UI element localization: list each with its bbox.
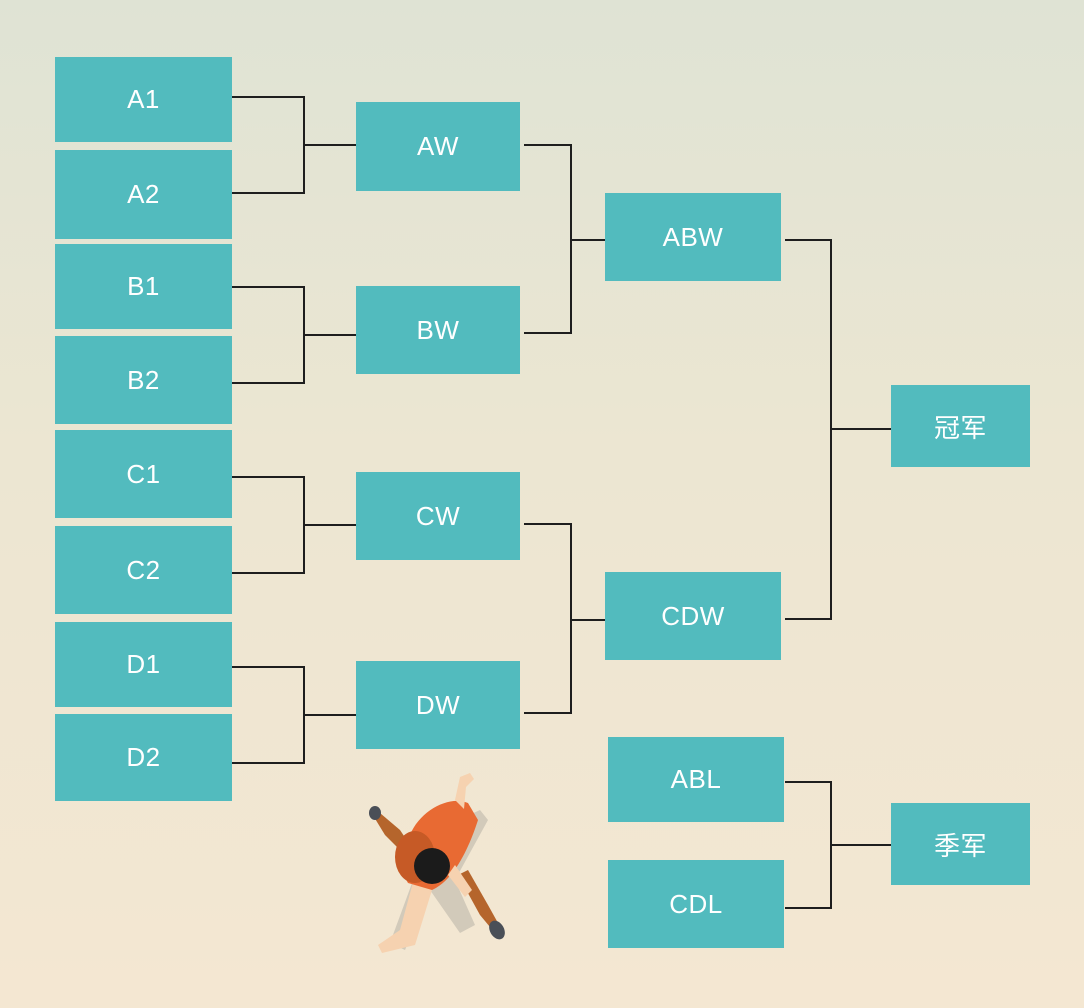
team-label: C1 <box>126 458 161 489</box>
team-label: B2 <box>127 364 160 395</box>
semifinal-label: CDW <box>661 600 725 631</box>
winner-label: AW <box>417 131 459 161</box>
connector-abl-cdl-third <box>785 781 832 909</box>
winner-box-dw: DW <box>356 661 520 749</box>
winner-box-cw: CW <box>356 472 520 560</box>
team-box-c2: C2 <box>55 526 232 614</box>
semifinal-box-abw: ABW <box>605 193 781 281</box>
team-box-d2: D2 <box>55 714 232 801</box>
team-label: A2 <box>127 179 160 209</box>
team-label: A1 <box>127 84 160 114</box>
winner-label: CW <box>415 500 461 531</box>
champion-box: 冠军 <box>891 385 1030 467</box>
connector-abw-cdw-champion <box>785 239 832 620</box>
connector-c1-c2-cw <box>232 476 305 574</box>
champion-label: 冠军 <box>933 412 987 443</box>
connector-cw-dw-cdw <box>524 523 572 714</box>
connector-aw-bw-abw <box>524 144 572 334</box>
loser-box-abl: ABL <box>608 737 784 822</box>
third-place-label: 季军 <box>933 830 987 861</box>
team-label: D1 <box>126 649 161 679</box>
loser-label: ABL <box>670 764 722 794</box>
semifinal-box-cdw: CDW <box>605 572 781 660</box>
team-box-a1: A1 <box>55 57 232 142</box>
walking-person-illustration <box>369 773 505 953</box>
winner-label: DW <box>415 689 461 720</box>
loser-label: CDL <box>669 888 723 919</box>
winner-box-aw: AW <box>356 102 520 191</box>
team-label: C2 <box>126 554 161 585</box>
team-label: D2 <box>126 742 161 772</box>
team-label: B1 <box>127 271 160 301</box>
team-box-a2: A2 <box>55 150 232 239</box>
connector-a1-a2-aw <box>232 96 305 194</box>
team-box-c1: C1 <box>55 430 232 518</box>
winner-box-bw: BW <box>356 286 520 374</box>
third-place-box: 季军 <box>891 803 1030 885</box>
team-box-b2: B2 <box>55 336 232 424</box>
team-box-d1: D1 <box>55 622 232 707</box>
team-box-b1: B1 <box>55 244 232 329</box>
semifinal-label: ABW <box>662 221 724 252</box>
connector-d1-d2-dw <box>232 666 305 764</box>
loser-box-cdl: CDL <box>608 860 784 948</box>
connector-b1-b2-bw <box>232 286 305 384</box>
winner-label: BW <box>416 314 460 345</box>
